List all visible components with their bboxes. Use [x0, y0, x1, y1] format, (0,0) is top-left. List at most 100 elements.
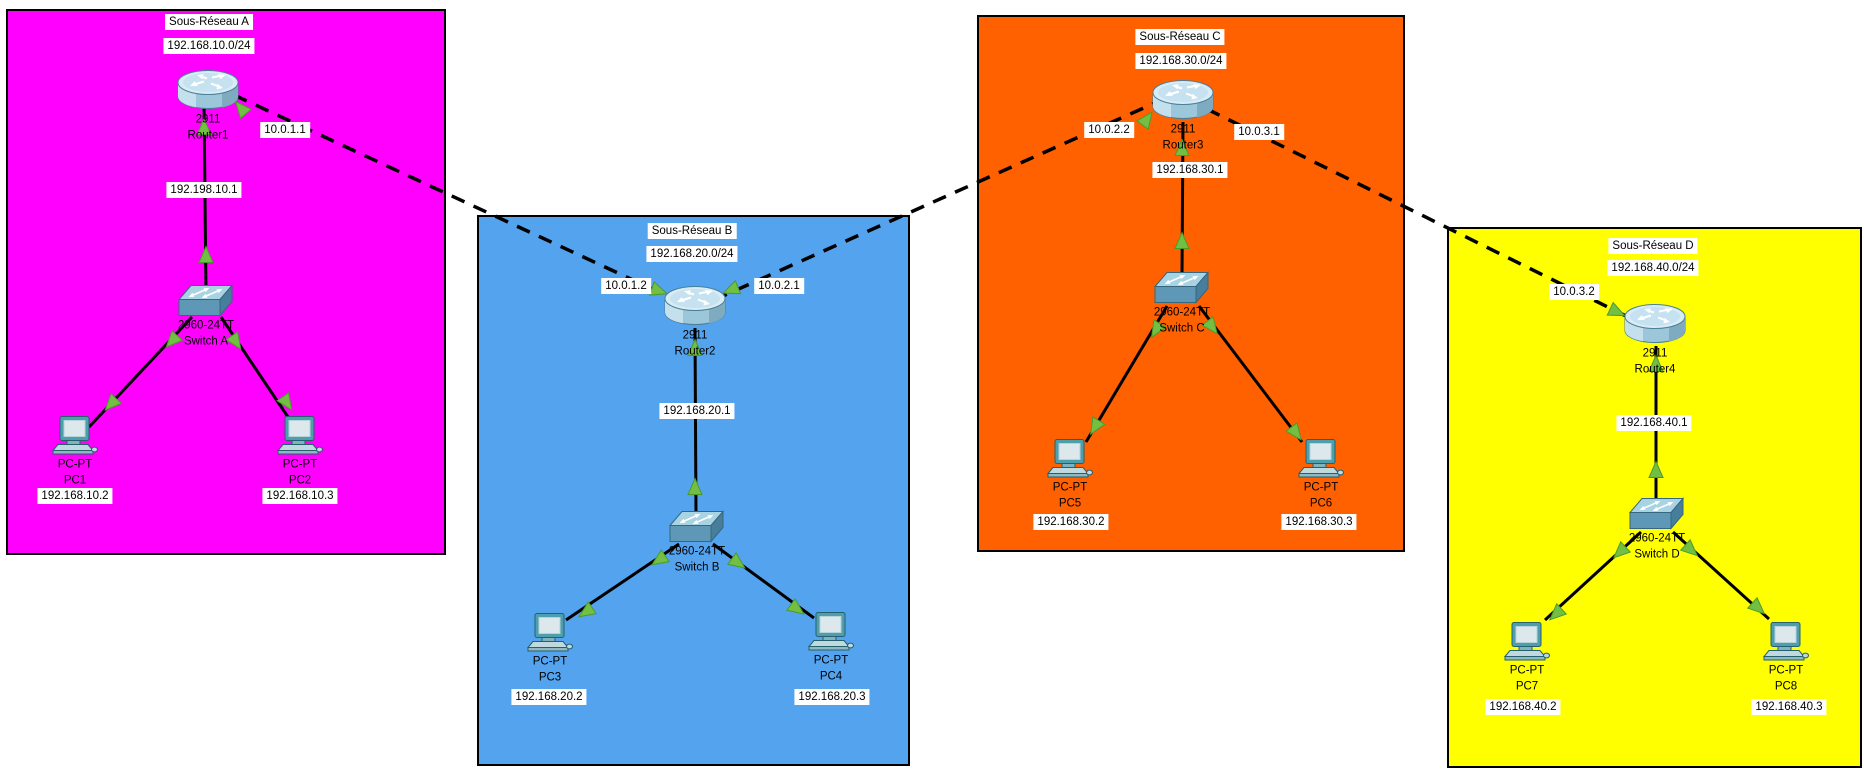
ip-label-pc5-ip: 192.168.30.2 — [1033, 514, 1109, 530]
link-status-arrow — [1679, 538, 1699, 557]
device-router4[interactable] — [1623, 302, 1687, 353]
subnet-title: Sous-Réseau D — [1608, 238, 1698, 254]
link-status-arrow — [104, 392, 123, 412]
router-icon — [663, 286, 727, 334]
device-name-label: Router1 — [187, 129, 229, 142]
device-model-label: 2960-24TT — [177, 319, 235, 332]
device-name-label: PC7 — [1515, 680, 1539, 693]
link-status-arrow — [225, 331, 242, 351]
subnet-cidr-label: 192.168.20.0/24 — [646, 246, 738, 262]
pc-icon — [1297, 439, 1344, 485]
device-name-label: Switch C — [1159, 322, 1205, 335]
device-name-label: PC8 — [1774, 680, 1798, 693]
device-model-label: 2960-24TT — [668, 545, 726, 558]
device-model-label: 2911 — [1170, 123, 1196, 136]
link-status-arrow — [687, 338, 703, 356]
pc-icon — [51, 416, 98, 462]
device-model-label: PC-PT — [57, 458, 93, 471]
ip-label-serial3-router4-ip: 10.0.3.2 — [1549, 284, 1599, 300]
ip-label-serial1-router1-ip: 10.0.1.1 — [260, 122, 310, 138]
link-status-arrow — [234, 100, 253, 120]
link-status-arrow — [1548, 602, 1568, 621]
pc-icon — [1762, 622, 1809, 668]
device-model-label: 2911 — [195, 113, 221, 126]
device-name-label: Router4 — [1634, 363, 1676, 376]
device-name-label: Switch D — [1634, 548, 1680, 561]
link-ethernet-switch-a-pc2[interactable] — [219, 316, 294, 424]
device-switch-a[interactable] — [177, 283, 234, 326]
device-model-label: PC-PT — [1509, 664, 1545, 677]
link-status-arrow — [1746, 596, 1766, 615]
pc-icon — [1503, 622, 1550, 668]
device-router1[interactable] — [176, 68, 240, 119]
device-pc5[interactable] — [1046, 439, 1093, 486]
link-status-arrow — [1174, 231, 1190, 249]
device-name-label: PC2 — [288, 474, 312, 487]
link-status-arrow — [1150, 319, 1167, 339]
device-name-label: Router2 — [674, 345, 716, 358]
device-router2[interactable] — [663, 284, 727, 335]
device-switch-b[interactable] — [668, 509, 725, 552]
device-pc2[interactable] — [276, 416, 323, 463]
link-status-arrow — [1648, 354, 1664, 372]
subnet-title: Sous-Réseau C — [1135, 29, 1225, 45]
ip-label-pc7-ip: 192.168.40.2 — [1485, 699, 1561, 715]
link-status-arrow — [1284, 421, 1302, 441]
device-name-label: Switch A — [183, 335, 229, 348]
device-pc6[interactable] — [1297, 439, 1344, 486]
device-model-label: PC-PT — [532, 655, 568, 668]
router-icon — [1151, 80, 1215, 128]
link-status-arrow — [726, 552, 746, 569]
subnet-title: Sous-Réseau B — [647, 223, 737, 239]
device-switch-d[interactable] — [1628, 496, 1685, 539]
ip-label-serial2-router3-ip: 10.0.2.2 — [1084, 122, 1134, 138]
ip-label-pc6-ip: 192.168.30.3 — [1281, 514, 1357, 530]
link-serial-router3-router4[interactable] — [1206, 107, 1631, 320]
device-name-label: PC4 — [819, 670, 843, 683]
ip-label-serial1-router2-ip: 10.0.1.2 — [601, 278, 651, 294]
pc-icon — [276, 416, 323, 462]
device-pc8[interactable] — [1762, 622, 1809, 669]
link-ethernet-switch-a-pc1[interactable] — [87, 315, 194, 429]
link-status-arrow — [1606, 301, 1626, 317]
link-status-arrow — [165, 329, 184, 349]
ip-label-pc4-ip: 192.168.20.3 — [794, 689, 870, 705]
device-name-label: PC6 — [1309, 497, 1333, 510]
ip-label-router4-lan-ip: 192.168.40.1 — [1616, 415, 1692, 431]
ip-label-router2-lan-ip: 192.168.20.1 — [659, 403, 735, 419]
device-pc4[interactable] — [807, 612, 854, 659]
link-status-arrow — [198, 245, 214, 263]
ip-label-pc8-ip: 192.168.40.3 — [1751, 699, 1827, 715]
ip-label-serial2-router2-ip: 10.0.2.1 — [754, 278, 804, 294]
ip-label-router3-lan-ip: 192.168.30.1 — [1152, 162, 1228, 178]
pc-icon — [807, 612, 854, 658]
switch-icon — [1628, 497, 1685, 538]
router-icon — [1623, 304, 1687, 352]
device-model-label: 2911 — [1642, 347, 1668, 360]
device-model-label: PC-PT — [1052, 481, 1088, 494]
link-status-arrow — [1136, 111, 1153, 131]
device-name-label: PC5 — [1058, 497, 1082, 510]
device-pc7[interactable] — [1503, 622, 1550, 669]
router-icon — [176, 70, 240, 118]
link-serial-router2-router3[interactable] — [713, 100, 1158, 302]
subnet-title: Sous-Réseau A — [165, 14, 253, 30]
device-pc1[interactable] — [51, 416, 98, 463]
subnet-cidr-label: 192.168.30.0/24 — [1135, 53, 1227, 69]
device-router3[interactable] — [1151, 78, 1215, 129]
link-status-arrow — [721, 279, 742, 295]
device-pc3[interactable] — [526, 613, 573, 660]
device-model-label: 2960-24TT — [1628, 532, 1686, 545]
link-status-arrow — [650, 549, 670, 566]
ip-label-pc1-ip: 192.168.10.2 — [37, 488, 113, 504]
link-status-arrow — [196, 117, 212, 135]
link-status-arrow — [648, 281, 669, 296]
link-status-arrow — [276, 392, 293, 412]
link-status-arrow — [1648, 460, 1664, 478]
pc-icon — [526, 613, 573, 659]
link-status-arrow — [1089, 416, 1106, 436]
link-status-arrow — [687, 477, 703, 495]
device-switch-c[interactable] — [1153, 270, 1210, 313]
